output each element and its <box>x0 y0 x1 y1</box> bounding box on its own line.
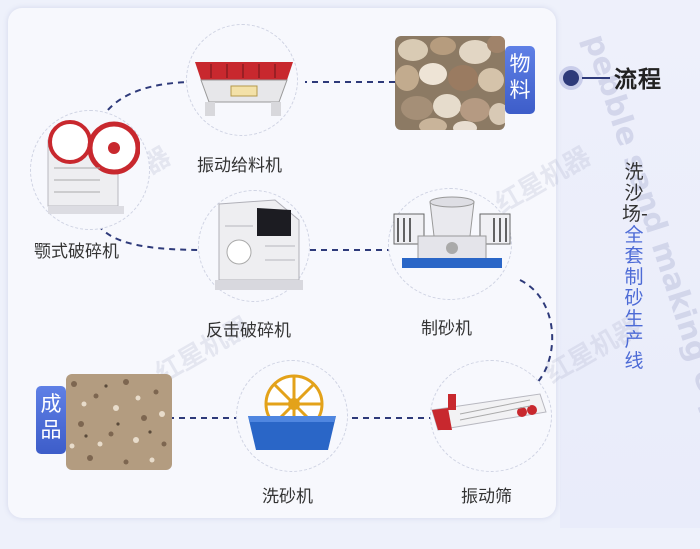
impact-crusher-illustration <box>215 199 303 290</box>
jaw-crusher-illustration <box>47 120 140 214</box>
sand-washer-illustration <box>248 374 336 450</box>
label-jaw-crusher: 颚式破碎机 <box>34 242 119 262</box>
sand-making-machine-illustration <box>393 196 511 268</box>
label-sand-washer: 洗砂机 <box>262 487 313 507</box>
label-impact-crusher: 反击破碎机 <box>206 321 291 341</box>
vertical-caption-accent: 全套制砂生产线 <box>624 224 644 372</box>
flow-title: 流程 <box>614 67 662 93</box>
flow-connectors <box>89 81 554 419</box>
flow-title-rule <box>582 77 610 79</box>
pebble-material-image <box>395 36 505 130</box>
material-tag: 物料 <box>505 46 535 114</box>
flow-bullet-icon <box>563 70 579 86</box>
label-vibrating-feeder: 振动给料机 <box>197 156 282 176</box>
label-vibrating-screen: 振动筛 <box>461 487 512 507</box>
vibrating-screen-illustration <box>431 393 547 431</box>
side-background <box>560 0 700 528</box>
connector-sandmaker-screen <box>519 279 554 386</box>
vertical-caption-plain: 洗沙场- <box>622 161 648 225</box>
product-tag: 成品 <box>36 386 66 454</box>
vertical-caption: 洗沙场-全套制砂生产线 <box>622 161 648 372</box>
label-sand-making-machine: 制砂机 <box>421 319 472 339</box>
vibrating-feeder-illustration <box>195 62 293 116</box>
finished-sand-image <box>66 374 172 470</box>
